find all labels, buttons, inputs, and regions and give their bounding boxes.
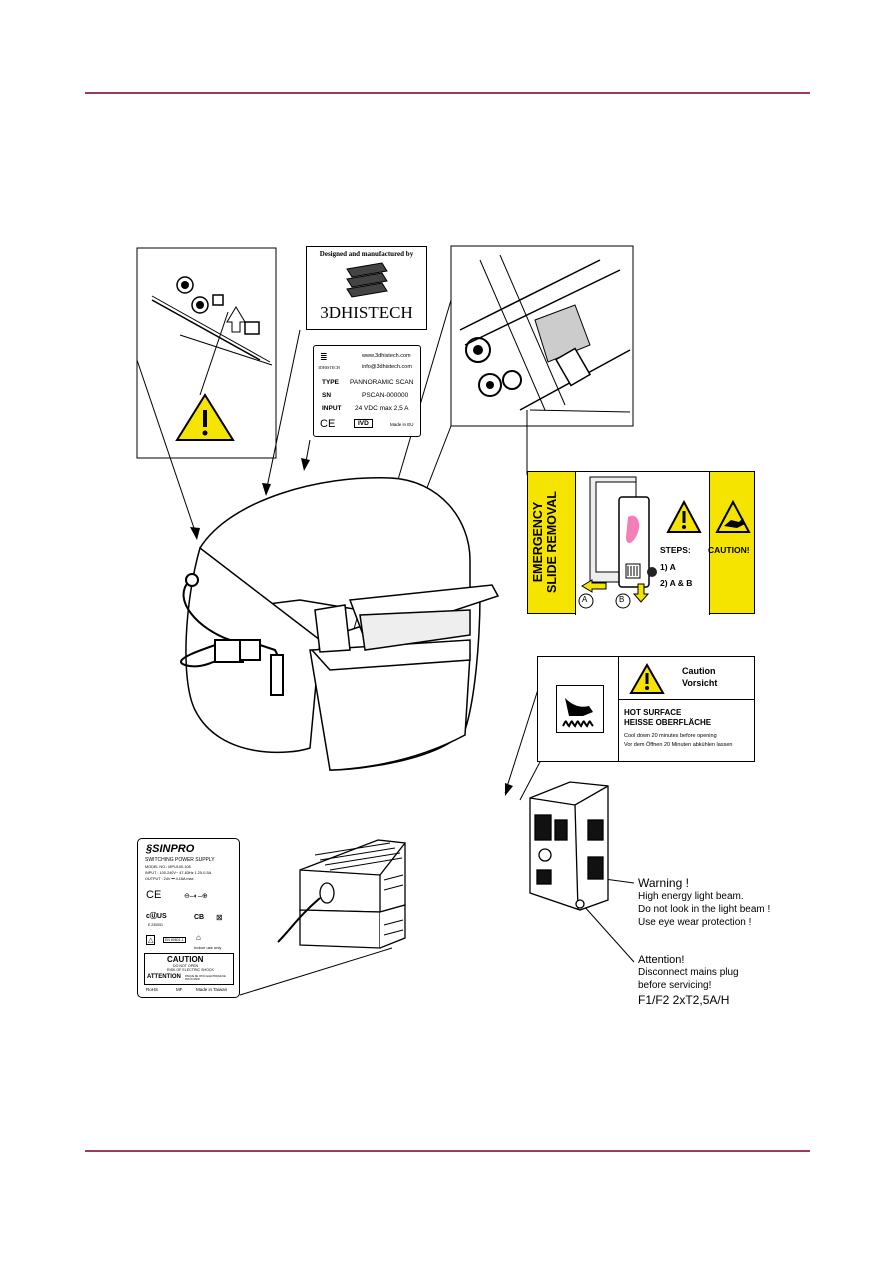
psu-title: SWITCHING POWER SUPPLY (145, 857, 215, 863)
rating-ce-mark: CE (320, 418, 336, 430)
header-rule (85, 92, 810, 94)
warning-line-1: High energy light beam. (638, 891, 744, 902)
rating-web: www.3dhistech.com (362, 353, 411, 359)
hot-surface-icon (562, 698, 594, 728)
cool-down-en: Cool down 20 minutes before opening (624, 733, 717, 739)
rating-input-key: INPUT (322, 405, 342, 412)
manufacturer-label: Designed and manufactured by 3DHISTECH (306, 246, 427, 330)
hot-surface-en: HOT SURFACE (624, 708, 682, 717)
emergency-slide-label: EMERGENCY SLIDE REMOVAL A B STEPS: 1) A … (527, 471, 755, 615)
emergency-title: EMERGENCY SLIDE REMOVAL (531, 491, 559, 593)
attention-line-1: Disconnect mains plug (638, 967, 739, 978)
psu-caution-title: CAUTION (167, 955, 204, 964)
rating-sn-value: PSCAN-000000 (362, 392, 409, 399)
emergency-panel: A B STEPS: 1) A 2) A & B (575, 472, 710, 615)
power-supply-fins (314, 842, 404, 936)
psu-indoor: Indoor use only (194, 945, 222, 950)
polarity-icon: ⊖–◐–⊕ (184, 893, 208, 900)
ul-mark: cⓊUS (146, 913, 167, 920)
rating-logo: ≣ (320, 352, 328, 362)
caution-text: CAUTION! (708, 545, 750, 555)
warning-title: Warning ! (638, 876, 689, 890)
hot-surface-divider-v (618, 657, 619, 761)
psu-brand: §SINPRO (146, 843, 195, 855)
rating-type-value: PANNORAMIC SCAN (350, 379, 414, 386)
scanner-body (185, 477, 500, 771)
step-2: 2) A & B (660, 578, 693, 588)
psu-do-not-open: DO NOT OPEN (173, 964, 199, 968)
caution-en: Caution (682, 666, 716, 676)
footer-rule (85, 1150, 810, 1152)
psu-attention: ATTENTION (147, 974, 181, 980)
hot-surface-divider-h (618, 699, 755, 700)
cable-drawing (180, 573, 284, 696)
cool-down-de: Vor dem Öffnen 20 Minuten abkühlen lasse… (624, 742, 733, 748)
mechanism-detail-drawing (450, 245, 634, 427)
psu-shock: RISK OF ELECTRIC SHOCK (167, 968, 214, 972)
warning-triangle-icon (629, 663, 665, 694)
attention-title: Attention! (638, 954, 685, 966)
step-1: 1) A (660, 562, 676, 572)
rating-type-key: TYPE (322, 379, 339, 386)
manufacturer-logo-icon (346, 262, 388, 298)
fuse-rating: F1/F2 2xT2,5A/H (638, 993, 730, 1007)
manufacturer-brand: 3DHISTECH (320, 303, 413, 322)
warning-triangle-icon (175, 393, 235, 441)
marker-b: B (619, 595, 625, 604)
hot-surface-pictogram (556, 685, 604, 733)
rating-logo-text: 3DHISTECH (318, 365, 340, 370)
psu-en-std: EN 60601-1 (163, 937, 186, 943)
warning-line-3: Use eye wear protection ! (638, 917, 752, 928)
rating-made-in: Made in EU (390, 422, 414, 427)
psu-cert-no: E 230051 (148, 923, 163, 927)
rating-ivd-badge: IVD (354, 419, 373, 428)
rating-sn-key: SN (322, 392, 332, 399)
marker-a: A (582, 595, 588, 604)
caution-de: Vorsicht (682, 678, 718, 688)
psu-caution-box: CAUTION DO NOT OPEN RISK OF ELECTRIC SHO… (144, 953, 234, 985)
power-supply-label: §SINPRO SWITCHING POWER SUPPLY MODEL NO.… (137, 838, 240, 998)
psu-made-in: Made in Taiwan (196, 987, 228, 992)
hand-crush-warning-icon (715, 500, 751, 533)
psu-output: OUTPUT : 24V ⎓ 4.16A max (145, 877, 194, 881)
cb-mark: CB (194, 914, 205, 921)
class2-icon: △ (146, 935, 156, 945)
psu-attention-fr: RISQUE DE CHOC ELECTRIQUE NE PAS OUVRIR (185, 975, 226, 981)
psu-model: MODEL NO.: MPU100-108 (145, 865, 191, 869)
power-supply-drawing (277, 839, 406, 949)
hot-surface-de: HEISSE OBERFLÄCHE (624, 718, 712, 727)
scanner-rear-drawing (529, 781, 609, 911)
rating-plate: ≣ 3DHISTECH www.3dhistech.com info@3dhis… (313, 345, 421, 437)
hot-surface-label: Caution Vorsicht HOT SURFACE HEISSE OBER… (537, 656, 755, 762)
psu-rohs: RoHS (146, 987, 159, 992)
manufacturer-heading: Designed and manufactured by (319, 250, 414, 258)
house-icon: ⌂ (196, 933, 201, 942)
psu-input: INPUT : 100-240V~ 47-63Hz 1.25-0.5A (145, 871, 212, 875)
steps-heading: STEPS: (660, 545, 691, 555)
rating-input-value: 24 VDC max 2,5 A (355, 405, 409, 412)
warning-line-2: Do not look in the light beam ! (638, 904, 771, 915)
psu-ce-mark: CE (146, 889, 162, 901)
slide-holder-diagram (578, 476, 657, 609)
warning-triangle-icon (666, 500, 702, 533)
psu-mf: MF (176, 987, 183, 992)
attention-line-2: before servicing! (638, 980, 712, 991)
rating-email: info@3dhistech.com (362, 364, 412, 370)
weee-bin-icon: ⊠ (216, 913, 223, 922)
